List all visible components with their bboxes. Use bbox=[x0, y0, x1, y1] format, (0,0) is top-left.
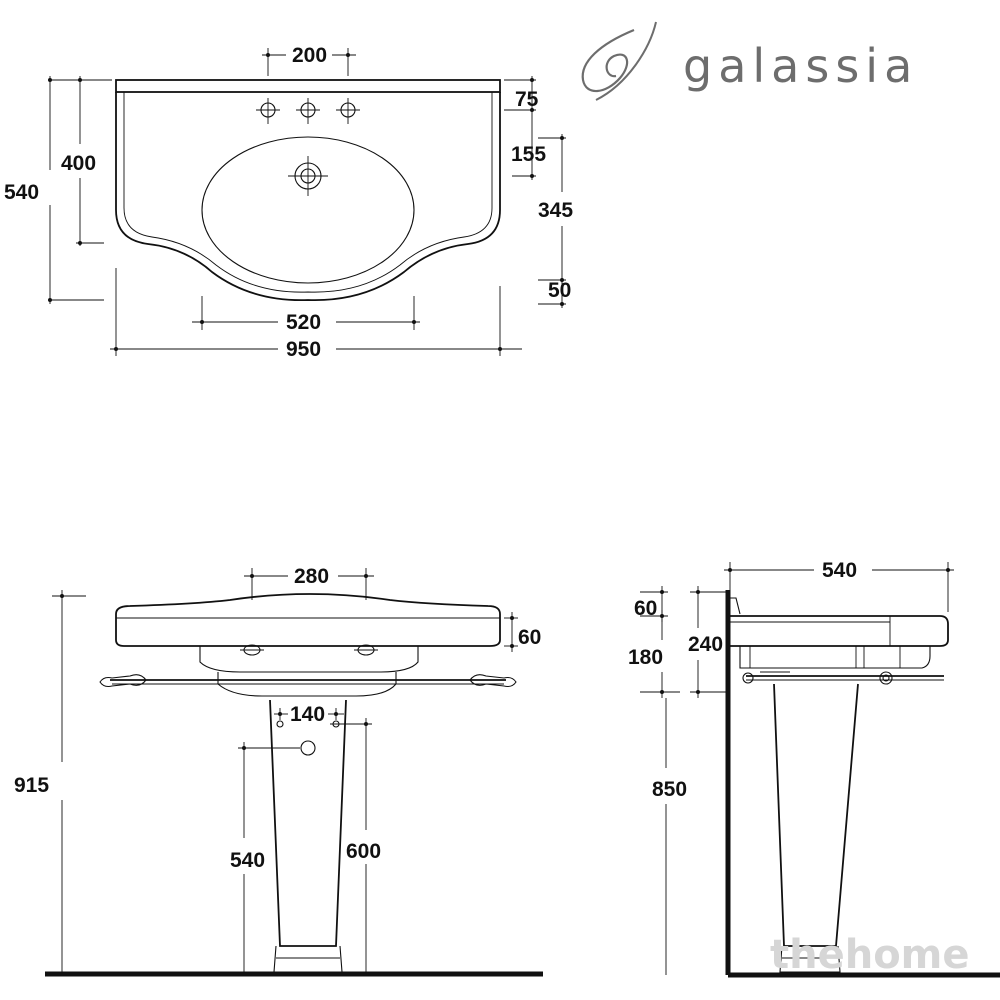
dim-fixing-height: 600 bbox=[346, 840, 381, 863]
dim-total-height: 915 bbox=[14, 774, 49, 797]
tap-hole-left bbox=[256, 98, 280, 124]
dim-side-depth: 540 bbox=[822, 559, 857, 582]
dim-rim-height: 60 bbox=[518, 626, 541, 649]
bracket-mark-right bbox=[354, 644, 378, 656]
galassia-swirl-logo bbox=[581, 21, 657, 101]
dim-front-lip: 50 bbox=[548, 279, 571, 302]
dim-drain-to-front: 345 bbox=[538, 199, 573, 222]
dim-tap-spacing: 200 bbox=[292, 44, 327, 67]
dim-depth-side: 400 bbox=[61, 152, 96, 175]
tap-hole-right bbox=[336, 98, 360, 124]
dim-basin-height: 240 bbox=[688, 633, 723, 656]
dim-bolt-spacing: 140 bbox=[290, 703, 325, 726]
dim-overall-width: 950 bbox=[286, 338, 321, 361]
tap-hole-center bbox=[296, 98, 320, 124]
side-view: 540 60 180 240 850 bbox=[628, 559, 1000, 978]
dim-bowl-width: 520 bbox=[286, 311, 321, 334]
top-view: 200 540 400 75 155 345 50 520 bbox=[4, 44, 573, 361]
watermark: thehome bbox=[770, 932, 970, 978]
front-view: 280 60 915 140 540 600 bbox=[14, 565, 543, 977]
dim-back-to-taps: 75 bbox=[515, 88, 539, 111]
dim-bracket-spacing: 280 bbox=[294, 565, 329, 588]
bracket-mark-left bbox=[240, 644, 264, 656]
towel-rail-side bbox=[742, 671, 944, 685]
towel-rail-front bbox=[99, 674, 517, 688]
dim-towel-rail-height: 180 bbox=[628, 646, 663, 669]
dim-rim-floor-height: 850 bbox=[652, 778, 687, 801]
dim-waste-height: 540 bbox=[230, 849, 265, 872]
dim-depth-total: 540 bbox=[4, 181, 39, 204]
brand-name: galassia bbox=[683, 39, 918, 93]
dim-taps-to-drain: 155 bbox=[511, 143, 546, 166]
dim-top-thickness: 60 bbox=[634, 597, 657, 620]
